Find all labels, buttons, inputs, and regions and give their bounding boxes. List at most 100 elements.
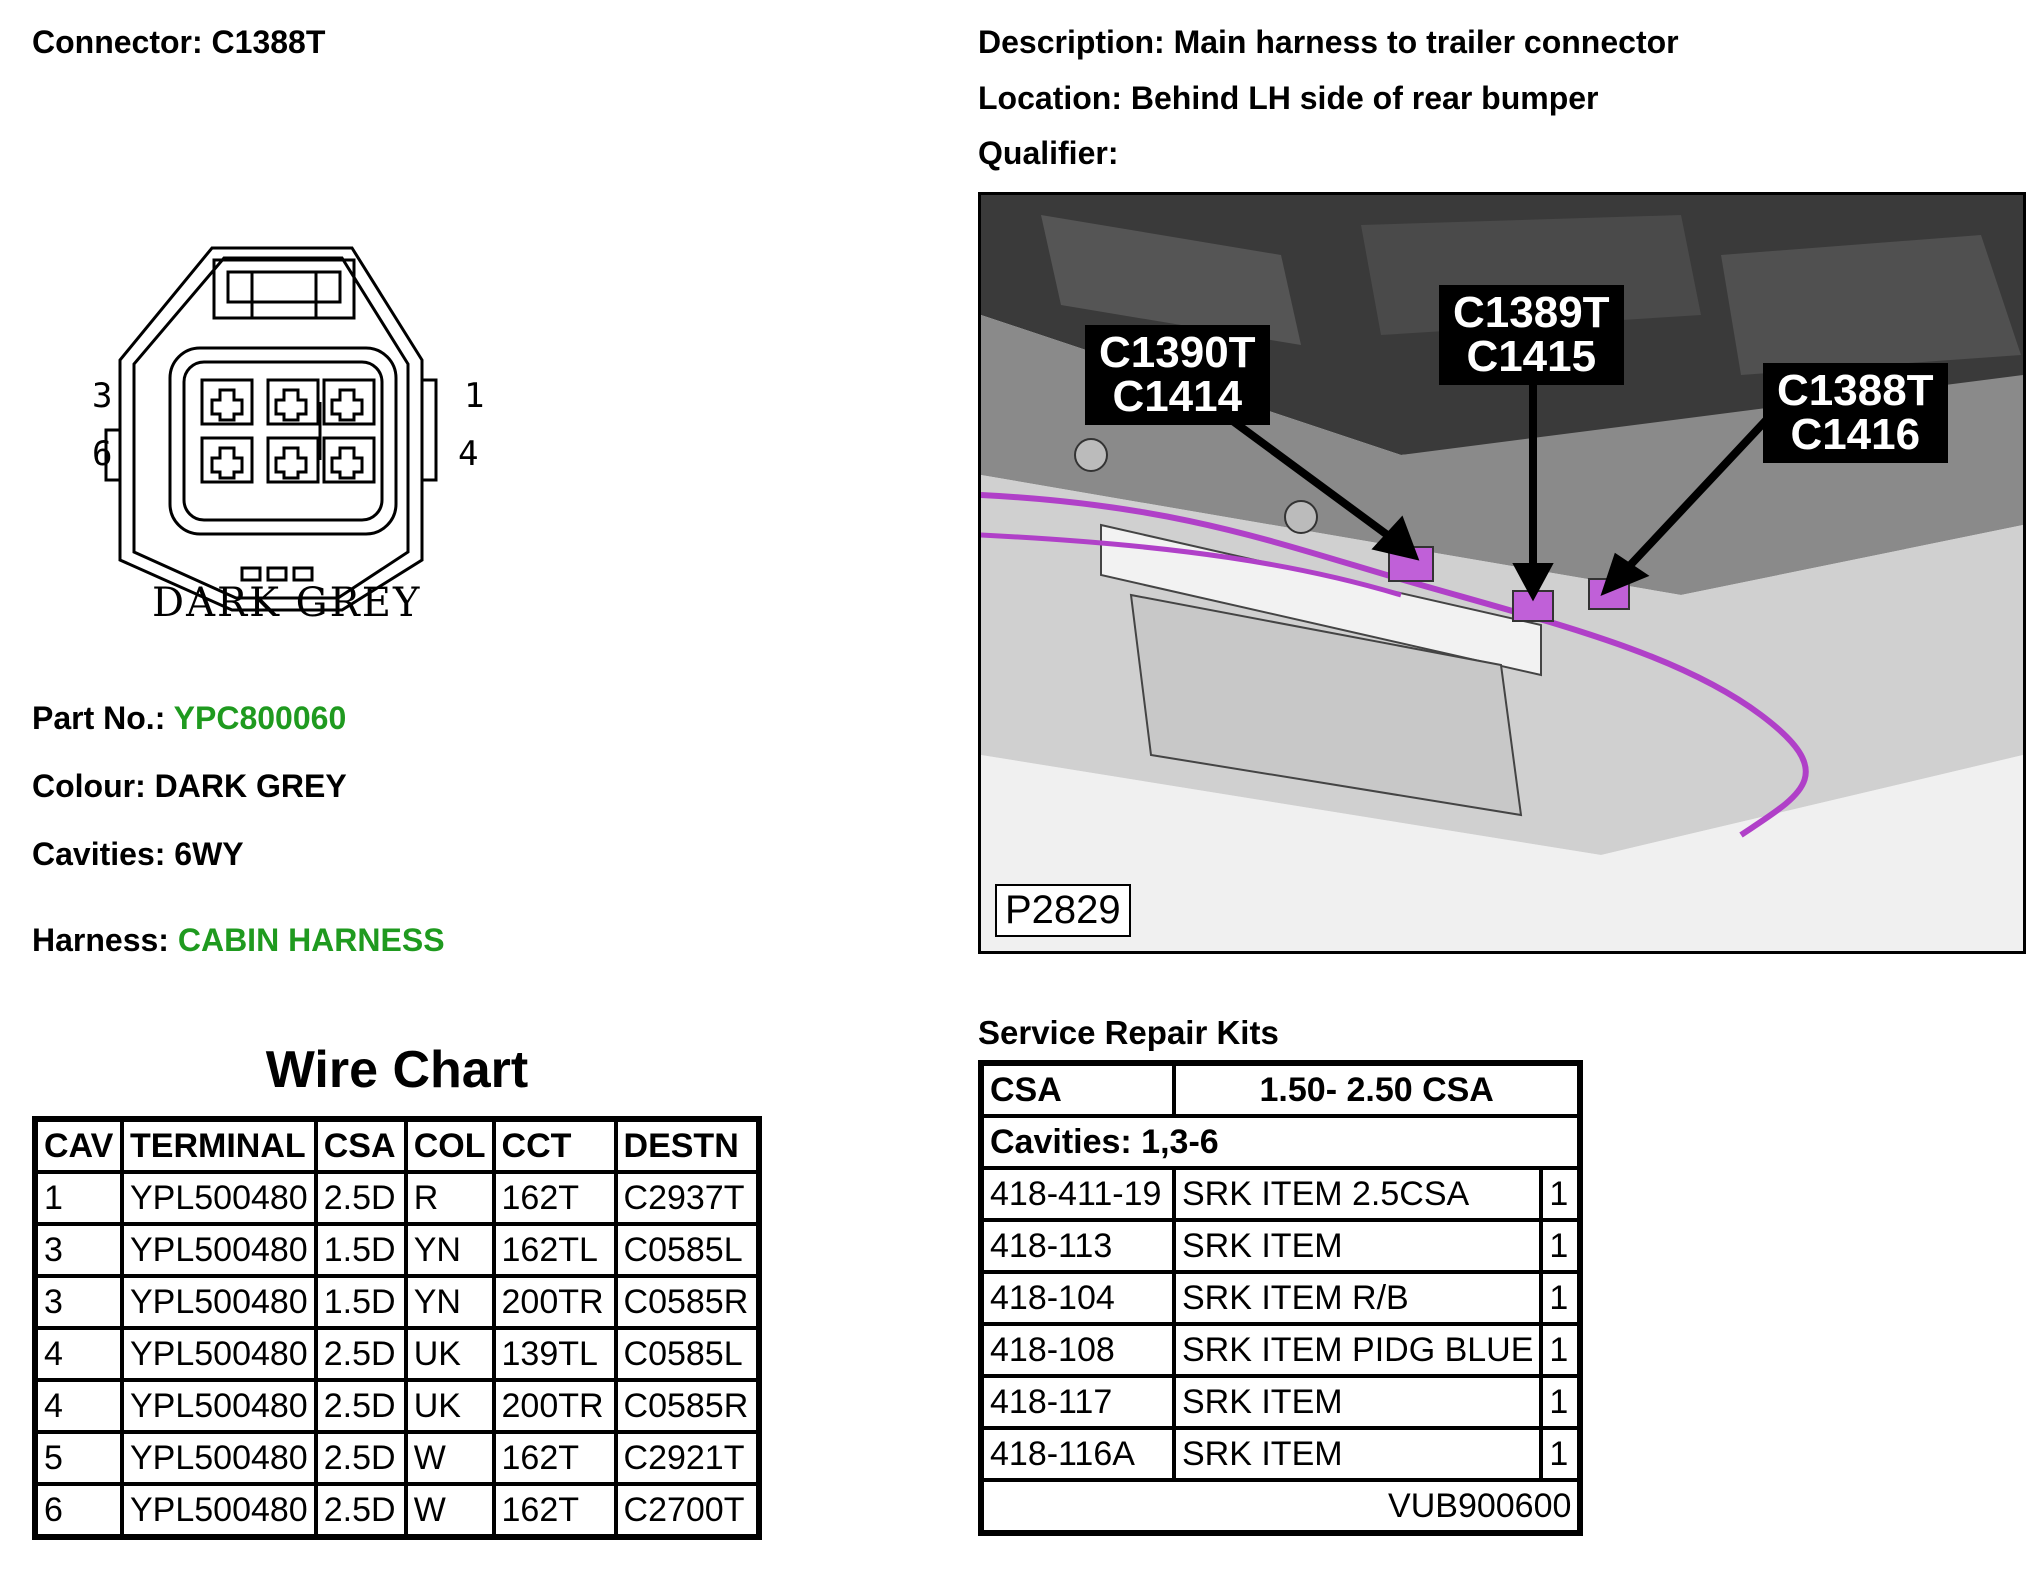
- callout-c1388t-line2: C1416: [1790, 410, 1921, 459]
- part-no-value[interactable]: YPC800060: [173, 700, 347, 736]
- service-kits-table: CSA 1.50- 2.50 CSA Cavities: 1,3-6 418-4…: [978, 1060, 1584, 1536]
- harness-line: Harness: CABIN HARNESS: [32, 922, 445, 959]
- wire-chart-header-row: CAV TERMINAL CSA COL CCT DESTN: [33, 1117, 761, 1174]
- description-value: Main harness to trailer connector: [1173, 24, 1679, 60]
- part-no-line: Part No.: YPC800060: [32, 700, 346, 737]
- cell-cav: 4: [33, 1326, 124, 1382]
- cell-col: R: [403, 1170, 496, 1226]
- part-no-label: Part No.:: [32, 700, 166, 736]
- cell-destn: C0585L: [613, 1222, 761, 1278]
- kit-item: SRK ITEM: [1171, 1218, 1544, 1274]
- callout-c1389t-line2: C1415: [1466, 332, 1597, 381]
- callout-c1390t: C1390T C1414: [1085, 325, 1270, 425]
- cavities-label: Cavities:: [32, 836, 166, 872]
- cell-cct: 139TL: [491, 1326, 618, 1382]
- cell-destn: C0585R: [613, 1274, 761, 1330]
- col-header-csa: CSA: [313, 1117, 408, 1174]
- harness-value[interactable]: CABIN HARNESS: [177, 922, 445, 958]
- location-line: Location: Behind LH side of rear bumper: [978, 80, 1599, 117]
- kits-csa-value: 1.50- 2.50 CSA: [1171, 1061, 1583, 1118]
- col-header-col: COL: [403, 1117, 496, 1174]
- cell-cav: 5: [33, 1430, 124, 1486]
- cell-cct: 162T: [491, 1430, 618, 1486]
- col-header-cct: CCT: [491, 1117, 618, 1174]
- kit-qty: 1: [1539, 1218, 1583, 1274]
- cell-terminal: YPL500480: [120, 1170, 318, 1226]
- harness-label: Harness:: [32, 922, 169, 958]
- cell-terminal: YPL500480: [120, 1222, 318, 1278]
- cavities-line: Cavities: 6WY: [32, 836, 244, 873]
- cell-col: UK: [403, 1326, 496, 1382]
- callout-c1389t-line1: C1389T: [1453, 288, 1610, 337]
- col-header-terminal: TERMINAL: [120, 1117, 318, 1174]
- kit-number: 418-117: [979, 1374, 1176, 1430]
- kit-qty: 1: [1539, 1166, 1583, 1222]
- kits-cavities: Cavities: 1,3-6: [978, 1114, 1583, 1170]
- kit-number: 418-116A: [979, 1426, 1176, 1482]
- pin-label-1: 1: [464, 376, 485, 416]
- kits-cavities-row: Cavities: 1,3-6: [978, 1114, 1583, 1170]
- connector-face-drawing: [104, 246, 438, 612]
- cell-cct: 162T: [491, 1170, 618, 1226]
- kit-qty: 1: [1539, 1374, 1583, 1430]
- service-kits-title: Service Repair Kits: [978, 1014, 1279, 1051]
- cell-cav: 1: [33, 1170, 124, 1226]
- cell-destn: C0585R: [613, 1378, 761, 1434]
- connector-label: Connector:: [32, 24, 203, 60]
- cell-csa: 2.5D: [313, 1482, 408, 1539]
- colour-label: Colour:: [32, 768, 146, 804]
- cell-destn: C0585L: [613, 1326, 761, 1382]
- cell-csa: 1.5D: [313, 1274, 408, 1330]
- kit-qty: 1: [1539, 1322, 1583, 1378]
- pin-label-4: 4: [458, 434, 479, 474]
- kit-number: 418-113: [979, 1218, 1176, 1274]
- colour-line: Colour: DARK GREY: [32, 768, 347, 805]
- cavities-value: 6WY: [174, 836, 244, 872]
- cell-cct: 200TR: [491, 1378, 618, 1434]
- kit-number: 418-411-19: [979, 1166, 1176, 1222]
- cell-cav: 6: [33, 1482, 124, 1539]
- cell-terminal: YPL500480: [120, 1482, 318, 1539]
- col-header-cav: CAV: [33, 1117, 124, 1174]
- cell-col: W: [403, 1430, 496, 1486]
- cell-destn: C2921T: [613, 1430, 761, 1486]
- description-line: Description: Main harness to trailer con…: [978, 24, 1679, 61]
- kit-item: SRK ITEM 2.5CSA: [1171, 1166, 1544, 1222]
- qualifier-line: Qualifier:: [978, 135, 1118, 172]
- kit-number: 418-104: [979, 1270, 1176, 1326]
- cell-terminal: YPL500480: [120, 1274, 318, 1330]
- cell-csa: 1.5D: [313, 1222, 408, 1278]
- kits-csa-label: CSA: [979, 1061, 1176, 1118]
- cell-col: YN: [403, 1222, 496, 1278]
- cell-col: YN: [403, 1274, 496, 1330]
- location-photo: C1390T C1414 C1389T C1415 C1388T C1416 P…: [978, 192, 2026, 954]
- location-label: Location:: [978, 80, 1122, 116]
- cell-cct: 162T: [491, 1482, 618, 1539]
- cell-terminal: YPL500480: [120, 1326, 318, 1382]
- cell-terminal: YPL500480: [120, 1378, 318, 1434]
- qualifier-label: Qualifier:: [978, 135, 1119, 171]
- location-value: Behind LH side of rear bumper: [1130, 80, 1599, 116]
- cell-terminal: YPL500480: [120, 1430, 318, 1486]
- kit-qty: 1: [1539, 1270, 1583, 1326]
- kit-qty: 1: [1539, 1426, 1583, 1482]
- cell-cav: 3: [33, 1274, 124, 1330]
- kits-csa-row: CSA 1.50- 2.50 CSA: [979, 1061, 1583, 1118]
- pin-label-6: 6: [92, 434, 113, 474]
- cell-csa: 2.5D: [313, 1170, 408, 1226]
- colour-value: DARK GREY: [154, 768, 347, 804]
- kits-footer: VUB900600: [978, 1478, 1583, 1535]
- wire-chart-title: Wire Chart: [265, 1041, 529, 1099]
- cell-destn: C2700T: [613, 1482, 761, 1539]
- callout-c1388t-line1: C1388T: [1777, 366, 1934, 415]
- callout-c1390t-line1: C1390T: [1099, 328, 1256, 377]
- cell-csa: 2.5D: [313, 1378, 408, 1434]
